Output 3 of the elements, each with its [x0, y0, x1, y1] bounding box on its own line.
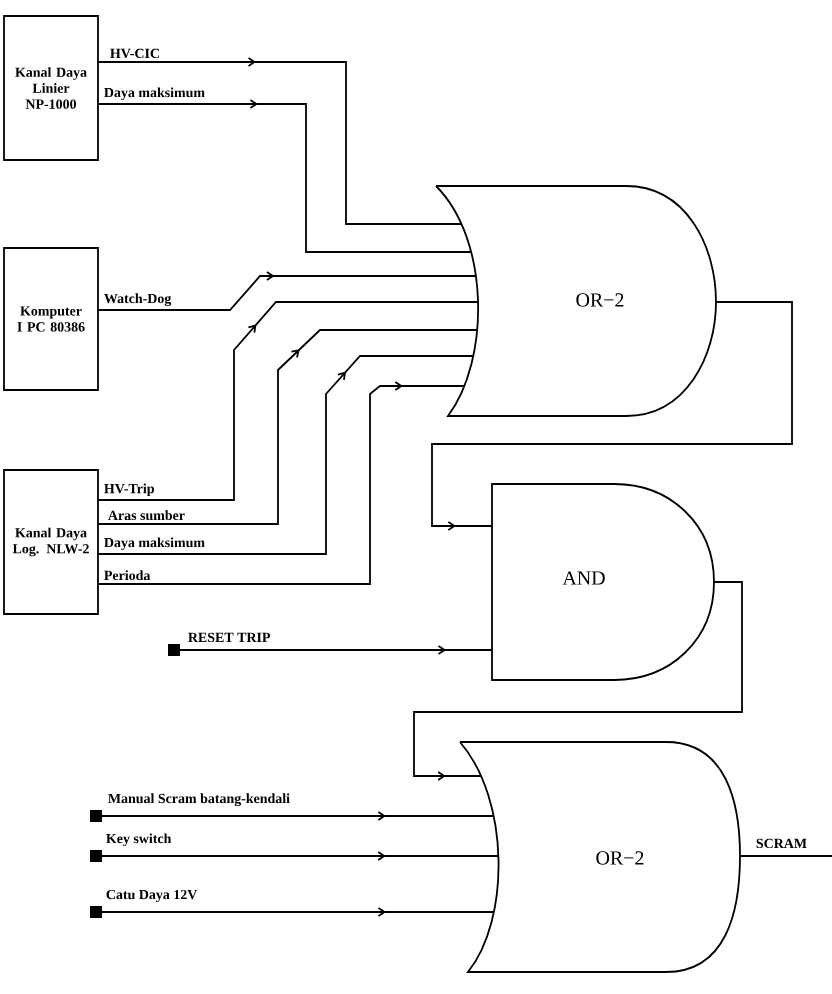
or-gate: OR−2 — [459, 741, 741, 973]
or-gate: OR−2 — [435, 185, 717, 417]
and-gate: AND — [491, 483, 715, 681]
